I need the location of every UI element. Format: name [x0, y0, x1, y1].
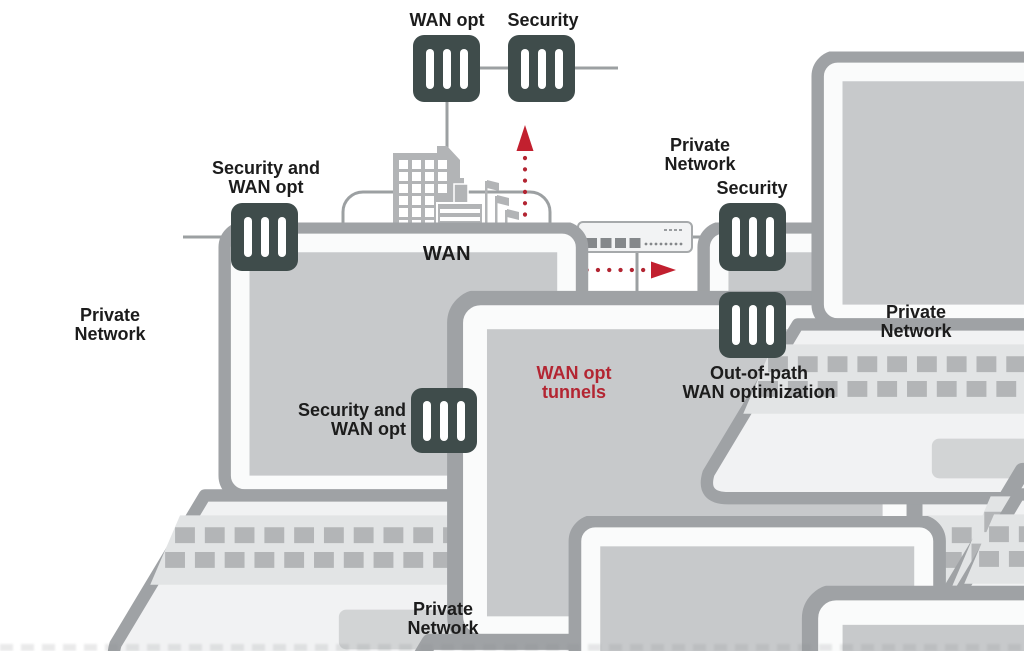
flags-icon	[485, 180, 519, 233]
out-of-path-wan-opt-appliance	[719, 292, 786, 358]
wan-opt-tunnels-label: WAN opt tunnels	[536, 363, 612, 402]
private-network-label-bottom: Private Network	[407, 599, 479, 638]
security-appliance-top-label: Security	[507, 10, 579, 30]
private-network-label-left: Private Network	[74, 305, 146, 344]
arrow-right-icon	[651, 261, 676, 279]
router-icon	[577, 221, 693, 253]
security-wan-opt-appliance-left	[231, 203, 298, 271]
out-of-path-label: Out-of-path WAN optimization	[682, 363, 836, 402]
wan-opt-appliance-label: WAN opt	[409, 10, 485, 30]
security-appliance-top	[508, 35, 575, 102]
wan-opt-appliance-top	[413, 35, 480, 102]
cropped-caption-strip	[0, 644, 1024, 651]
security-wan-opt-bottom-label: Security and WAN opt	[297, 400, 406, 439]
private-network-label-top-right: Private Network	[664, 135, 736, 174]
security-appliance-right	[719, 203, 786, 271]
wan-label: WAN	[422, 243, 472, 265]
arrow-up-icon	[516, 125, 534, 151]
security-wan-opt-left-label: Security and WAN opt	[211, 158, 321, 197]
private-network-label-right: Private Network	[880, 302, 952, 341]
security-wan-opt-appliance-bottom	[411, 388, 477, 453]
security-appliance-right-label: Security	[716, 178, 788, 198]
